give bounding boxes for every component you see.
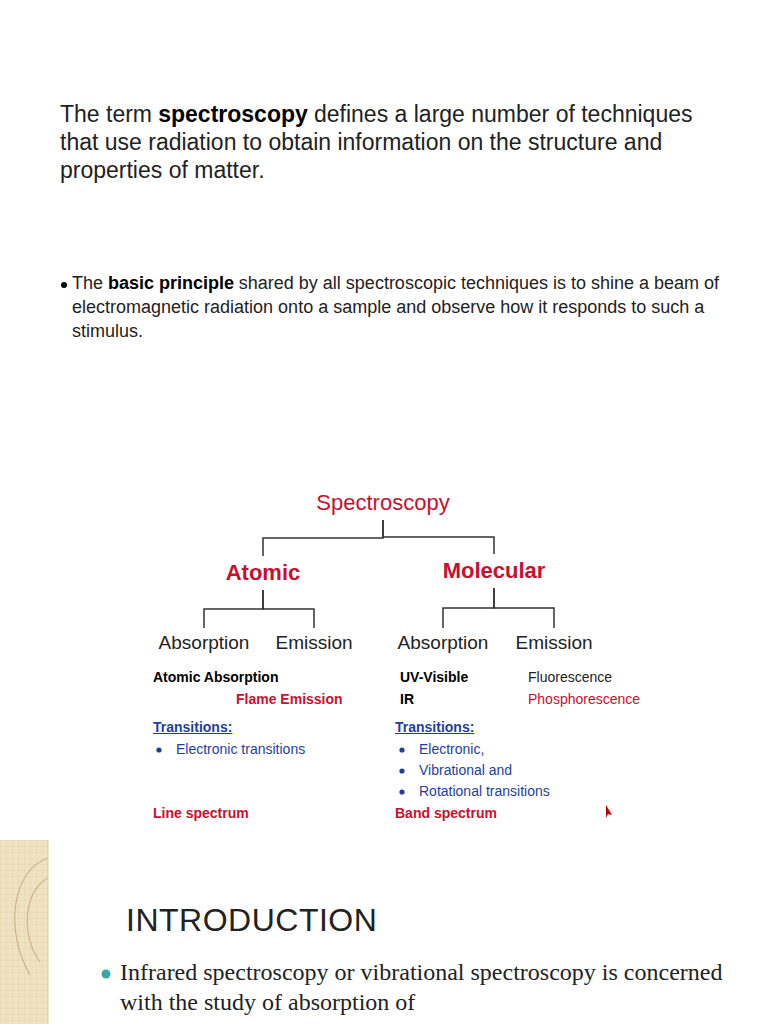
bullet-dot [399, 789, 404, 794]
tree-label: Absorption [159, 632, 250, 653]
tree-bracket [263, 590, 314, 628]
bullet-paragraph: Thebasic principleshared by all spectros… [72, 271, 732, 343]
tree-heading: Spectroscopy [312, 488, 453, 518]
label-text: Atomic Absorption [153, 669, 278, 685]
tree-label: Absorption [398, 632, 489, 653]
slide-heading: INTRODUCTION [126, 900, 386, 940]
transition-item: Rotational transitions [419, 783, 554, 801]
spectrum-type: Line spectrum [153, 805, 252, 823]
label-text: UV-Visible [400, 669, 468, 685]
cursor-pointer [606, 805, 612, 818]
label-text: Fluorescence [528, 669, 612, 685]
tree-heading: Atomic [222, 558, 305, 588]
label-text: Vibrational and [419, 762, 512, 778]
bullet-dot [399, 768, 404, 773]
transition-item: Vibrational and [419, 762, 516, 780]
transition-item: Electronic transitions [176, 741, 309, 759]
label-text: defines a large number of techniques tha… [60, 101, 692, 183]
label-text: Phosphorescence [528, 691, 640, 707]
label-text: Flame Emission [236, 691, 343, 707]
bullet-dot [399, 747, 404, 752]
transitions-heading: Transitions: [153, 719, 236, 737]
label-text: spectroscopy [158, 101, 308, 127]
tree-label: Emission [275, 632, 352, 653]
bullet-dot [102, 970, 111, 979]
label-text: Line spectrum [153, 805, 249, 821]
technique: Phosphorescence [528, 691, 644, 709]
technique: Flame Emission [236, 691, 346, 709]
label-text: The term [60, 101, 152, 127]
label-text: Electronic, [419, 741, 484, 757]
tree-heading: Absorption [394, 630, 493, 656]
tree-heading: Emission [271, 630, 356, 656]
strip-arc [15, 858, 48, 975]
intro-paragraph: The termspectroscopydefines a large numb… [60, 100, 720, 184]
tree-label: Spectroscopy [316, 490, 449, 515]
label-text: IR [400, 691, 414, 707]
label-text: Band spectrum [395, 805, 497, 821]
side-strip [0, 840, 48, 1024]
tree-label: Emission [515, 632, 592, 653]
transitions-heading: Transitions: [395, 719, 478, 737]
tree-bracket [443, 588, 494, 628]
label-text: The [72, 273, 103, 293]
label-text: Infrared spectroscopy or vibrational spe… [120, 959, 722, 1015]
label-text: basic principle [108, 273, 234, 293]
spectrum-type: Band spectrum [395, 805, 501, 823]
tree-label: Molecular [443, 558, 546, 583]
label-text: Rotational transitions [419, 783, 550, 799]
strip-edge [48, 840, 49, 1024]
tree-heading: Absorption [155, 630, 254, 656]
transition-item: Electronic, [419, 741, 488, 759]
tree-label: Atomic [226, 560, 301, 585]
label-text: Electronic transitions [176, 741, 305, 757]
technique: Atomic Absorption [153, 669, 282, 687]
technique: Fluorescence [528, 669, 616, 687]
tree-bracket [204, 590, 263, 628]
bullet-dot [61, 282, 67, 288]
label-text: Transitions: [395, 719, 474, 735]
slide-bullet: Infrared spectroscopy or vibrational spe… [120, 957, 756, 1017]
technique: UV-Visible [400, 669, 472, 687]
label-text: Transitions: [153, 719, 232, 735]
tree-heading: Molecular [439, 556, 550, 586]
bullet-dot [156, 747, 161, 752]
tree-heading: Emission [511, 630, 596, 656]
tree-bracket [383, 520, 494, 554]
technique: IR [400, 691, 418, 709]
tree-bracket [263, 520, 383, 556]
strip-arc [27, 878, 48, 962]
tree-bracket [494, 588, 554, 628]
label-text: INTRODUCTION [126, 902, 377, 938]
